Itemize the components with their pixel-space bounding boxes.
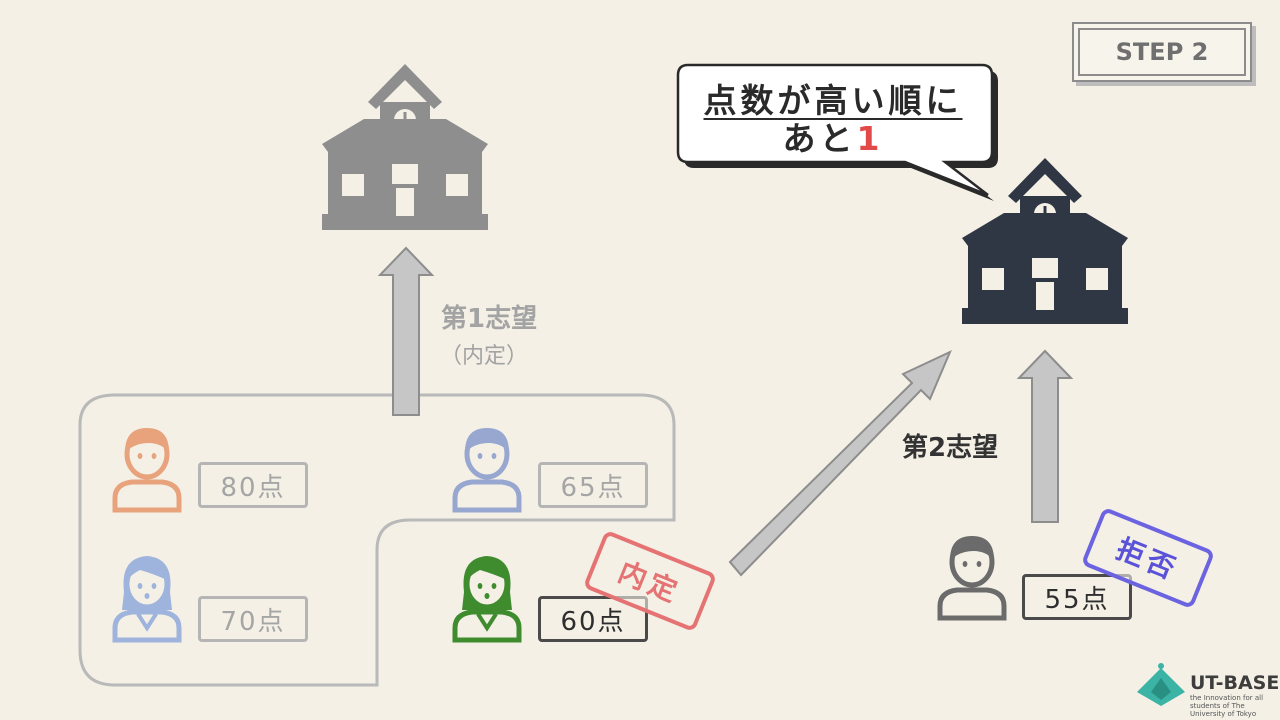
first-choice-label: 第1志望 bbox=[441, 304, 538, 334]
score-box-55: 55点 bbox=[1022, 574, 1132, 620]
person-icon bbox=[452, 428, 522, 513]
logo-name: UT-BASE bbox=[1190, 672, 1280, 694]
score-box-70: 70点 bbox=[198, 596, 308, 642]
bubble-remaining-label: あと bbox=[782, 119, 857, 158]
bubble-emphasis-text: 点数が高い順に bbox=[703, 81, 963, 120]
school-first-choice-icon bbox=[322, 64, 488, 230]
logo-tagline: the Innovation for all students of The U… bbox=[1190, 694, 1264, 718]
score-box-80: 80点 bbox=[198, 462, 308, 508]
person-icon bbox=[937, 536, 1007, 621]
school-second-choice-icon bbox=[962, 158, 1128, 324]
score-box-60: 60点 bbox=[538, 596, 648, 642]
person-icon bbox=[112, 556, 182, 643]
step-label: STEP 2 bbox=[1078, 28, 1246, 76]
ut-base-logo-icon bbox=[1137, 663, 1185, 706]
candidate-group-outline bbox=[78, 393, 676, 687]
bubble-text-line1: 点数が高い順に bbox=[683, 74, 983, 122]
first-choice-status: （内定） bbox=[440, 344, 529, 369]
bubble-text-line2: あと1 bbox=[683, 112, 983, 160]
arrow-first-choice bbox=[377, 246, 435, 416]
arrow-second-school-vertical bbox=[1016, 349, 1074, 523]
second-choice-label: 第2志望 bbox=[902, 433, 999, 463]
person-icon bbox=[452, 556, 522, 643]
person-icon bbox=[112, 428, 182, 513]
arrow-second-choice-diagonal bbox=[728, 349, 952, 577]
score-box-65: 65点 bbox=[538, 462, 648, 508]
bubble-remaining-count: 1 bbox=[856, 119, 884, 158]
speech-bubble bbox=[676, 63, 998, 201]
step-indicator: STEP 2 bbox=[1072, 22, 1252, 82]
